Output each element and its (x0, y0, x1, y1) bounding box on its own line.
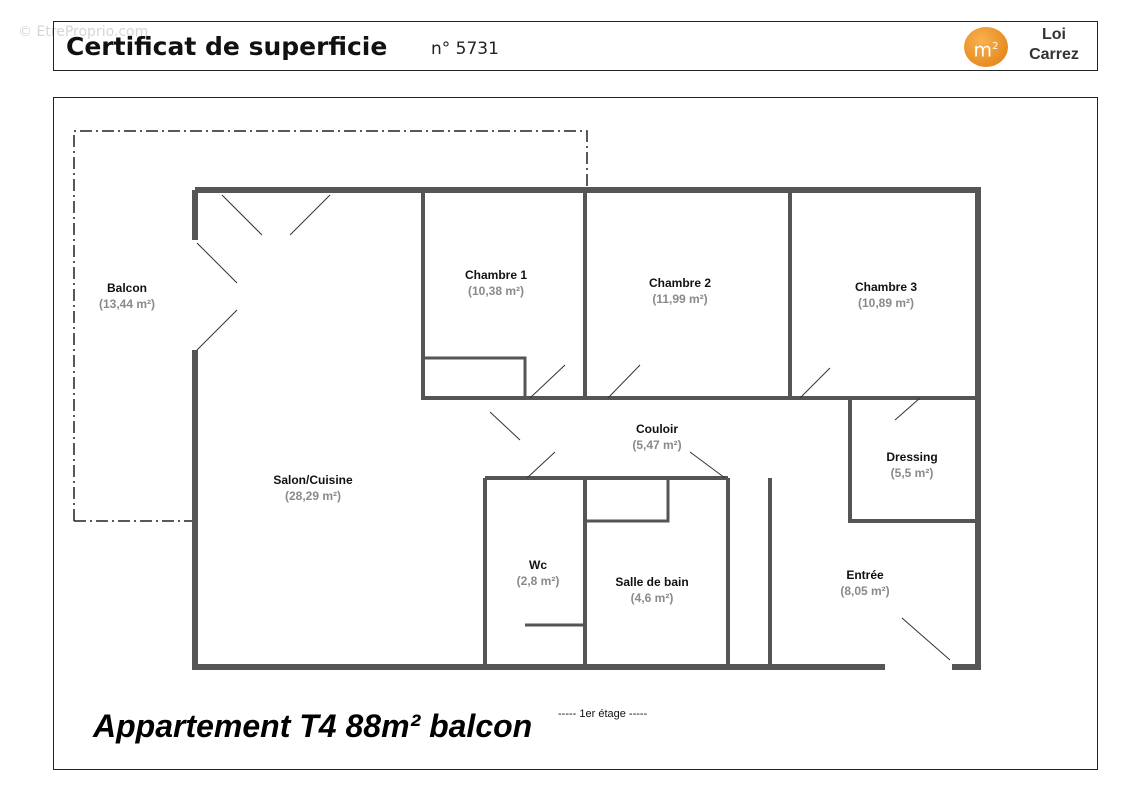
room-name: Balcon (106, 281, 147, 295)
room-area: (13,44 m²) (98, 297, 156, 311)
logo-text: m (973, 39, 993, 62)
room-name: Dressing (886, 450, 938, 464)
room-dressing: Dressing (5,5 m²) (886, 449, 937, 481)
room-name: Salon/Cuisine (273, 473, 353, 487)
room-wc: Wc (2,8 m²) (517, 557, 560, 589)
room-area: (2,8 m²) (516, 574, 560, 588)
room-name: Entrée (846, 568, 884, 582)
room-area: (8,05 m²) (840, 584, 890, 598)
certificate-title: Certificat de superficie (66, 32, 388, 61)
room-balcon: Balcon (13,44 m²) (99, 280, 155, 312)
room-chambre-2: Chambre 2 (11,99 m²) (649, 275, 711, 307)
room-couloir: Couloir (5,47 m²) (632, 421, 681, 453)
room-name: Salle de bain (615, 575, 689, 589)
room-salle-de-bain: Salle de bain (4,6 m²) (615, 574, 688, 606)
room-salon-cuisine: Salon/Cuisine (28,29 m²) (273, 472, 352, 504)
room-name: Chambre 1 (464, 268, 528, 282)
room-area: (4,6 m²) (630, 591, 674, 605)
room-chambre-1: Chambre 1 (10,38 m²) (465, 267, 527, 299)
room-area: (10,38 m²) (467, 284, 525, 298)
certificate-header: Certificat de superficie n° 5731 m2 Loi … (53, 21, 1098, 71)
watermark: © EtreProprio.com (18, 24, 149, 40)
room-name: Wc (529, 558, 547, 572)
floor-label: ----- 1er étage ----- (558, 708, 648, 720)
room-name: Couloir (635, 422, 678, 436)
room-area: (28,29 m²) (284, 489, 342, 503)
m2-logo-icon: m2 (964, 27, 1008, 67)
loi-carrez-label: Loi Carrez (1014, 25, 1094, 65)
apartment-title: Appartement T4 88m² balcon (93, 708, 533, 744)
room-name: Chambre 2 (648, 276, 712, 290)
brand-line1: Loi (1042, 26, 1066, 43)
certificate-number: n° 5731 (431, 39, 499, 59)
room-area: (10,89 m²) (857, 296, 915, 310)
room-area: (5,47 m²) (632, 438, 682, 452)
logo-sup: 2 (992, 41, 999, 52)
brand-line2: Carrez (1029, 46, 1079, 63)
room-name: Chambre 3 (854, 280, 918, 294)
room-area: (11,99 m²) (652, 292, 708, 306)
floor-plan-frame (53, 97, 1098, 770)
room-entree: Entrée (8,05 m²) (840, 567, 889, 599)
room-chambre-3: Chambre 3 (10,89 m²) (855, 279, 917, 311)
room-area: (5,5 m²) (890, 466, 934, 480)
